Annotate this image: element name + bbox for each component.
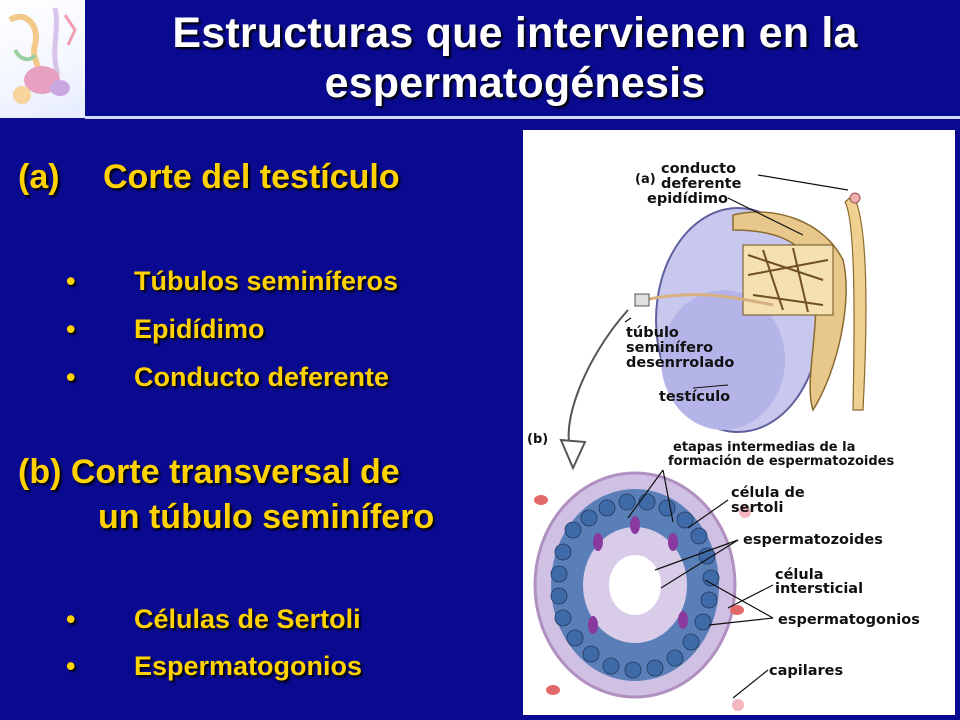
figure-label: sertoli [731, 500, 784, 516]
bullet-dot-icon: • [66, 604, 76, 634]
slide-title-line-2: espermatogénesis [324, 59, 706, 107]
slide-title-line-1: Estructuras que intervienen en la [172, 9, 858, 57]
vas-deferens-shape [844, 194, 867, 411]
figure-label: espermatogonios [778, 612, 920, 628]
anatomy-logo-icon [0, 0, 85, 118]
figure-label: seminífero [626, 340, 714, 356]
figure-label: desenrrolado [626, 355, 735, 371]
figure-label: espermatozoides [743, 532, 883, 548]
bullet-text: Células de Sertoli [134, 604, 361, 634]
section-a-heading-text: Corte del testículo [103, 158, 400, 196]
panel-a-label: (a) [635, 172, 656, 187]
section-b-heading-line-1: (b) Corte transversal de [18, 453, 400, 491]
bullet-text: Epidídimo [134, 314, 265, 344]
slide-title: Estructuras que intervienen en la esperm… [95, 8, 935, 108]
section-b-heading-line-2: un túbulo seminífero [98, 498, 435, 536]
bullet-text: Conducto deferente [134, 362, 390, 392]
header-band [0, 0, 960, 120]
bullet-text: Espermatogonios [134, 651, 363, 681]
section-a-marker: (a) [18, 158, 60, 196]
bullet-dot-icon: • [66, 651, 76, 681]
figure-label: intersticial [775, 581, 864, 597]
testis-shade [661, 290, 785, 430]
figure-illustration [533, 174, 867, 711]
section-a-heading: (a) Corte del testículo [18, 158, 400, 197]
figure-label: deferente [661, 176, 742, 192]
bullet-dot-icon: • [66, 266, 76, 296]
panel-b-label: (b) [527, 432, 549, 447]
figure-label: célula [775, 567, 824, 583]
bullet-text: Túbulos seminíferos [134, 266, 399, 296]
unrolled-tubule [642, 293, 774, 307]
figure-label: túbulo [626, 325, 679, 341]
bullet-dot-icon: • [66, 362, 76, 392]
figure-label: testículo [659, 389, 731, 405]
header-divider [85, 116, 960, 119]
figure-label: etapas intermedias de la [673, 440, 856, 455]
figure-label: formación de espermatozoides [668, 454, 895, 469]
figure-label: célula de [731, 485, 805, 501]
anatomy-figure: conducto deferente (a) epidídimo túbulo … [523, 130, 955, 715]
figure-label: capilares [769, 663, 844, 679]
figure-label: conducto [661, 161, 737, 177]
bullet-dot-icon: • [66, 314, 76, 344]
figure-label: epidídimo [647, 191, 728, 207]
